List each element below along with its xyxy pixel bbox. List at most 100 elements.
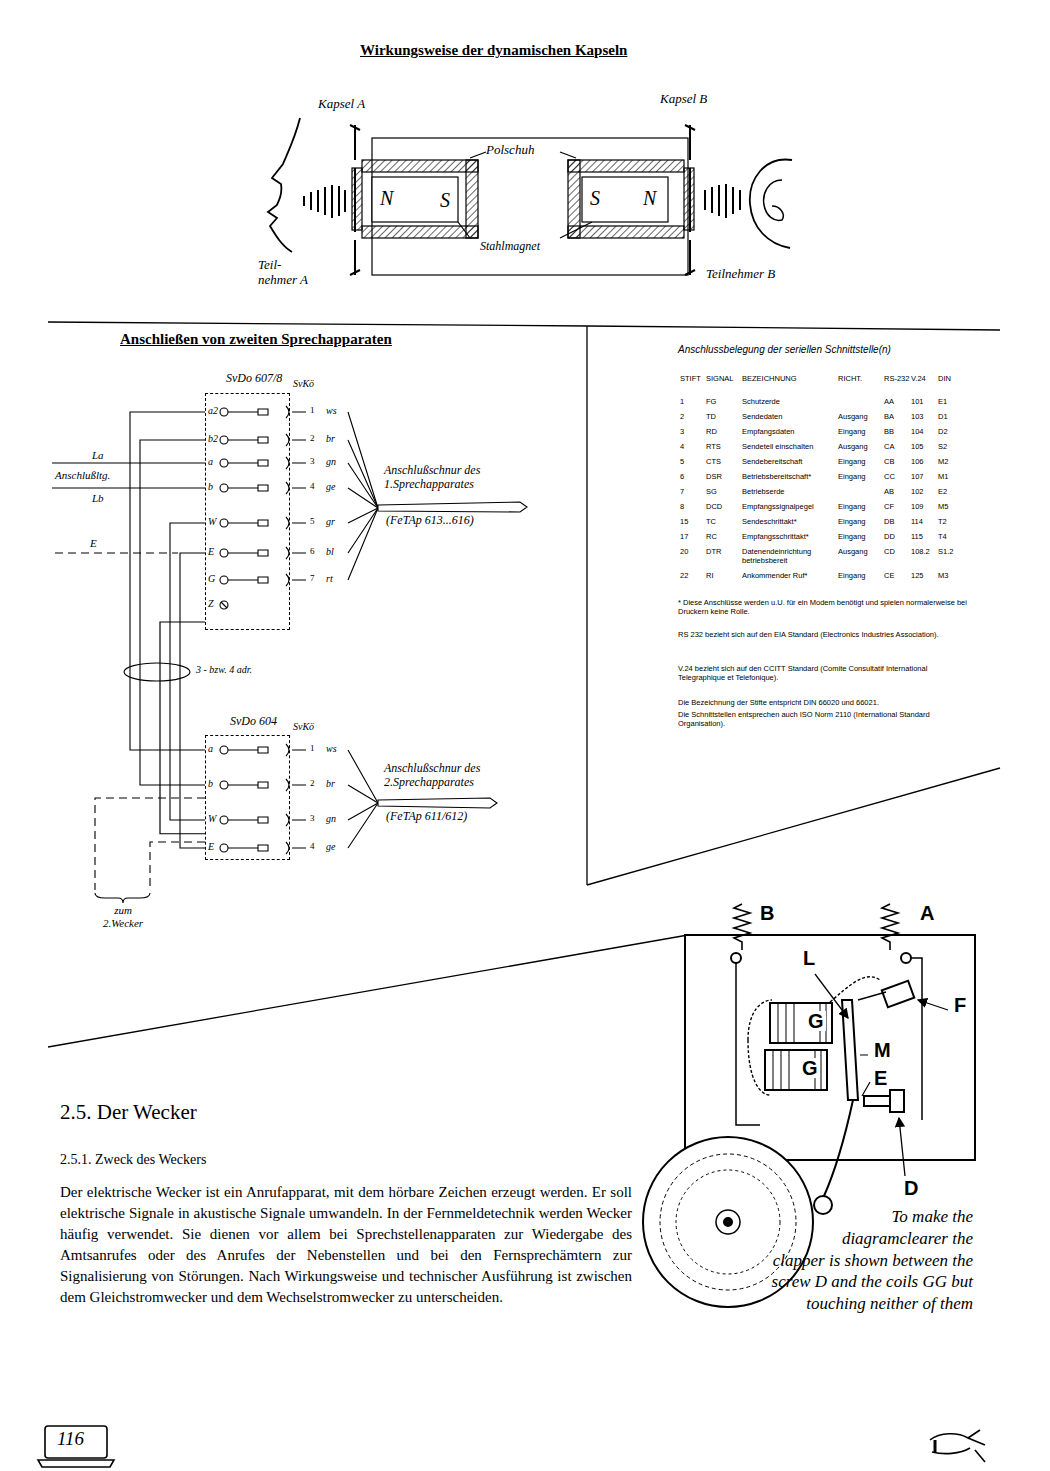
table-cell: Ankommender Ruf* [742, 572, 807, 581]
table-cell: DTR [706, 548, 721, 557]
table-header: SIGNAL [706, 375, 734, 384]
line-art [220, 781, 228, 789]
wire-color: ws [326, 743, 337, 755]
wire-color: rt [326, 573, 333, 585]
subsection-heading: 2.5.1. Zweck des Weckers [60, 1152, 206, 1168]
cord-type: (FeTAp 611/612) [386, 810, 467, 824]
table-cell: Ausgang [838, 413, 868, 422]
terminal-name: a [208, 456, 213, 468]
line-art [352, 168, 362, 230]
wire-number: 3 [310, 813, 315, 823]
line-art [764, 180, 784, 220]
connector-name: SvKö [293, 721, 314, 733]
line-art [724, 1218, 732, 1226]
table-cell: 15 [680, 518, 688, 527]
table-cell: CC [884, 473, 895, 482]
line-art [378, 798, 497, 808]
table-cell: T4 [938, 533, 947, 542]
line-art [45, 1426, 107, 1458]
line-art [918, 1000, 948, 1010]
line-name: Lb [92, 492, 104, 505]
table-cell: Eingang [838, 458, 866, 467]
pole-label: N [643, 187, 656, 210]
table-cell: DB [884, 518, 894, 527]
table-cell: CB [884, 458, 894, 467]
line-art [220, 459, 228, 467]
terminal-name: E [208, 841, 214, 853]
line-art [372, 138, 688, 275]
table-cell: Empfangssignalpegel [742, 503, 814, 512]
table-cell: D2 [938, 428, 948, 437]
table-header: V.24 [911, 375, 926, 384]
table-note: * Diese Anschlüsse werden u.U. für ein M… [678, 598, 968, 617]
table-cell: Schutzerde [742, 398, 780, 407]
table-cell: BB [884, 428, 894, 437]
pole-label: S [590, 187, 600, 210]
line-art [38, 1460, 114, 1467]
capsule-figure [268, 118, 792, 275]
page-number: 116 [57, 1428, 84, 1450]
line-art [901, 953, 911, 963]
callout-letter: G [800, 1058, 820, 1078]
line-art [372, 177, 458, 222]
table-cell: D1 [938, 413, 948, 422]
line-art [587, 768, 1000, 885]
line-name: E [90, 537, 97, 550]
line-art [582, 177, 668, 222]
cord-label: Anschlußschnur des 1.Sprechapparates [384, 464, 512, 492]
pole-label: N [380, 187, 393, 210]
line-art [55, 552, 178, 553]
cord-type: (FeTAp 613...616) [386, 514, 474, 528]
table-cell: Sendebereitschaft [742, 458, 802, 467]
line-art [220, 844, 228, 852]
wire-color: br [326, 433, 335, 445]
table-cell: Empfangsdaten [742, 428, 795, 437]
line-art [858, 992, 886, 1000]
line-art [220, 408, 228, 416]
table-cell: 102 [911, 488, 924, 497]
table-cell: Eingang [838, 503, 866, 512]
line-art [228, 434, 378, 508]
line-art [765, 1050, 827, 1090]
table-cell: 17 [680, 533, 688, 542]
table-cell: 1 [680, 398, 684, 407]
terminal-row [220, 406, 527, 854]
line-art [124, 663, 190, 681]
block-name: SvDo 607/8 [226, 372, 282, 386]
callout-letter: B [758, 903, 776, 923]
part-label: Teil- nehmer A [258, 258, 320, 288]
table-cell: 103 [911, 413, 924, 422]
line-art [685, 125, 695, 275]
table-cell: 6 [680, 473, 684, 482]
table-cell: 3 [680, 428, 684, 437]
wire-number: 4 [310, 481, 315, 491]
line-art [716, 1210, 740, 1234]
line-art [842, 1000, 858, 1100]
line-art [930, 1430, 985, 1462]
table-cell: DSR [706, 473, 722, 482]
line-art [814, 1196, 832, 1214]
line-art [934, 1440, 937, 1452]
line-art [228, 457, 378, 508]
table-cell: 20 [680, 548, 688, 557]
line-art [220, 549, 228, 557]
wire-number: 2 [310, 433, 315, 443]
wire-number: 4 [310, 841, 315, 851]
callout-letter: L [801, 948, 817, 968]
line-art [228, 508, 378, 586]
table-cell: 107 [911, 473, 924, 482]
line-art [220, 436, 228, 444]
footer-icons [38, 1426, 985, 1467]
section-heading: 2.5. Der Wecker [60, 1100, 197, 1124]
wire-number: 5 [310, 516, 315, 526]
note-label: zum 2.Wecker [94, 904, 152, 929]
table-cell: CD [884, 548, 895, 557]
line-art [882, 904, 898, 950]
table-cell: CE [884, 572, 894, 581]
table-note: RS 232 bezieht sich auf den EIA Standard… [678, 630, 968, 639]
wire-number: 1 [310, 405, 315, 415]
line-art [140, 440, 205, 785]
table-cell: 101 [911, 398, 924, 407]
table-header: BEZEICHNUNG [742, 375, 797, 384]
line-art [95, 798, 205, 890]
